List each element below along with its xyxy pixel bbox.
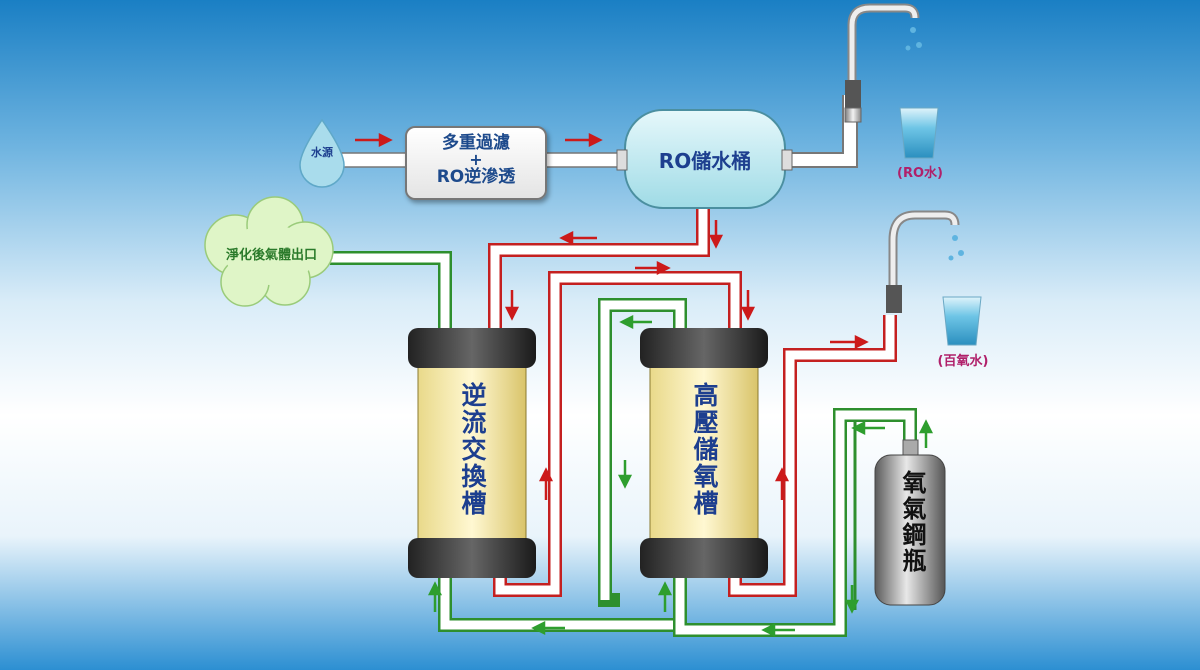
- filter-line-2: +: [469, 150, 483, 169]
- gas-flow-arrows: [427, 314, 934, 638]
- ro-water-label: (RO水): [897, 166, 943, 181]
- exchange-tank-label: 逆流交換槽: [458, 382, 487, 517]
- filter-line-3: RO逆滲透: [436, 167, 516, 187]
- gas-cloud-icon: [204, 196, 334, 307]
- oxygen-water-cup-icon: [942, 296, 982, 346]
- gas-outlet-label: 淨化後氣體出口: [225, 248, 317, 263]
- filter-box: 多重過濾 + RO逆滲透: [405, 126, 547, 200]
- oxygen-cylinder-shape: [874, 439, 946, 606]
- water-pipes: [488, 205, 897, 597]
- storage-tank-shape: [640, 328, 768, 578]
- water-source-label: 水源: [311, 146, 333, 159]
- ro-tap-icon: [844, 3, 922, 123]
- water-drop-icon: [299, 118, 345, 188]
- filter-line-1: 多重過濾: [442, 133, 510, 153]
- storage-tank-label: 高壓儲氧槽: [690, 382, 719, 517]
- ro-tank-label: RO儲水桶: [658, 149, 752, 173]
- oxygen-tap-icon: [886, 210, 964, 313]
- gas-pipes: [330, 251, 917, 637]
- oxygen-cylinder-label: 氧氣鋼瓶: [898, 470, 926, 574]
- water-flow-arrows: [355, 132, 869, 500]
- oxygen-water-label: (百氧水): [937, 354, 989, 369]
- ro-water-cup-icon: [899, 107, 939, 159]
- exchange-tank-shape: [408, 328, 536, 578]
